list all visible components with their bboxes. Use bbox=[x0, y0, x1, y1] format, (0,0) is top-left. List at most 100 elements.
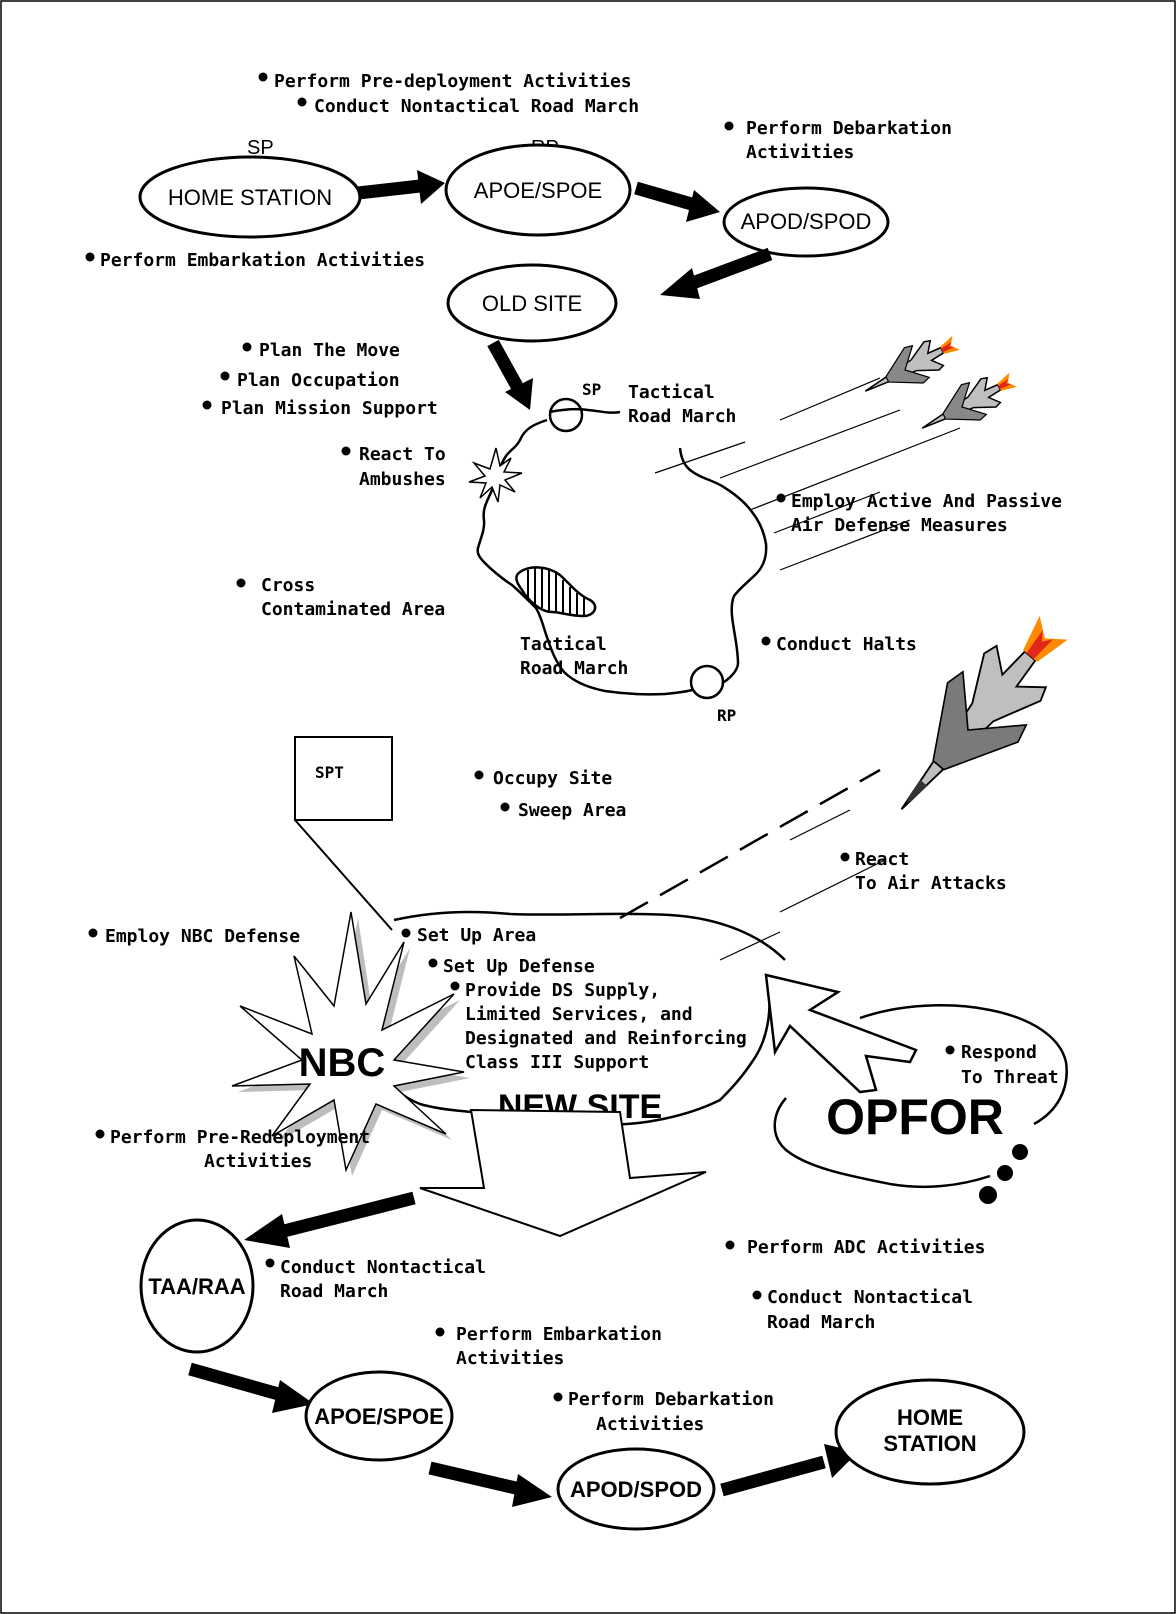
node-apod-spod-top[interactable]: APOD/SPOD bbox=[722, 186, 890, 258]
bullet-set-up-defense: Set Up Defense bbox=[428, 956, 595, 977]
occupy-site-label: Occupy Site bbox=[493, 768, 612, 789]
bullet-embarkation-bottom: Perform Embarkation Activities bbox=[435, 1324, 662, 1369]
bullet-nontactical-march-right: Conduct Nontactical Road March bbox=[752, 1287, 973, 1333]
rp-route-label: RP bbox=[717, 706, 736, 725]
debarkation-bottom-label-1: Perform Debarkation bbox=[568, 1389, 774, 1410]
apoe-spoe-bottom-label: APOE/SPOE bbox=[314, 1404, 444, 1429]
arrow-apod-to-old-site bbox=[660, 247, 773, 299]
air-attack-streaks bbox=[654, 377, 961, 571]
bullet-nontactical-march-top: Conduct Nontactical Road March bbox=[297, 96, 639, 117]
ambush-burst-icon bbox=[468, 447, 523, 503]
adc-activities-label: Perform ADC Activities bbox=[747, 1237, 985, 1258]
node-home-station-end[interactable]: HOME STATION bbox=[834, 1378, 1026, 1486]
cross-contaminated-label-2: Contaminated Area bbox=[261, 599, 445, 620]
debarkation-bottom-label-2: Activities bbox=[596, 1414, 704, 1435]
node-apoe-spoe-bottom[interactable]: APOE/SPOE bbox=[304, 1370, 454, 1462]
nontactical-march-mid-label-1: Conduct Nontactical bbox=[280, 1257, 486, 1278]
bullet-embarkation-top: Perform Embarkation Activities bbox=[85, 250, 425, 271]
arrow-home-to-apoe bbox=[357, 170, 445, 204]
bullet-provide-ds: Provide DS Supply, Limited Services, and… bbox=[450, 980, 747, 1073]
plan-move-label: Plan The Move bbox=[259, 340, 400, 361]
home-station-start-label: HOME STATION bbox=[168, 185, 332, 210]
cross-contaminated-label-1: Cross bbox=[261, 575, 315, 596]
node-apoe-spoe-top[interactable]: APOE/SPOE bbox=[444, 143, 632, 237]
bullet-adc-activities: Perform ADC Activities bbox=[725, 1237, 985, 1258]
bullet-cross-contaminated: Cross Contaminated Area bbox=[236, 575, 445, 620]
sp-route-node[interactable] bbox=[548, 397, 584, 433]
react-air-label-2: To Air Attacks bbox=[855, 873, 1007, 894]
bullet-air-defense: Employ Active And Passive Air Defense Me… bbox=[776, 491, 1062, 536]
bullet-employ-nbc: Employ NBC Defense bbox=[88, 926, 300, 947]
embarkation-bottom-label-1: Perform Embarkation bbox=[456, 1324, 662, 1345]
set-up-area-label: Set Up Area bbox=[417, 925, 536, 946]
taa-raa-label: TAA/RAA bbox=[148, 1274, 245, 1299]
set-up-defense-label: Set Up Defense bbox=[443, 956, 595, 977]
spt-label: SPT bbox=[315, 763, 344, 782]
apod-spod-top-label: APOD/SPOD bbox=[741, 209, 872, 234]
pre-redeployment-label-2: Activities bbox=[204, 1151, 312, 1172]
tactical-march-1a-label: Tactical bbox=[628, 382, 715, 403]
provide-ds-label-4: Class III Support bbox=[465, 1052, 649, 1073]
bullet-plan-mission-support: Plan Mission Support bbox=[202, 398, 438, 419]
react-ambush-label-1: React To bbox=[359, 444, 446, 465]
bullet-set-up-area: Set Up Area bbox=[401, 925, 536, 946]
bullet-nontactical-march-mid: Conduct Nontactical Road March bbox=[265, 1257, 486, 1302]
arrow-to-taa-raa bbox=[244, 1191, 416, 1248]
redeploy-hollow-arrow bbox=[419, 1108, 707, 1238]
node-home-station-start[interactable]: HOME STATION bbox=[138, 155, 362, 239]
sp-route-label: SP bbox=[582, 380, 601, 399]
air-attack-streaks-lower bbox=[719, 809, 886, 961]
air-defense-label-2: Air Defense Measures bbox=[791, 515, 1008, 536]
nontactical-march-right-label-1: Conduct Nontactical bbox=[767, 1287, 973, 1308]
nbc-label: NBC bbox=[299, 1041, 386, 1085]
bullet-plan-move: Plan The Move bbox=[242, 340, 400, 361]
arrow-taa-to-apoe bbox=[188, 1362, 314, 1413]
jet-icon-2 bbox=[921, 372, 1017, 429]
debarkation-top-label-1: Perform Debarkation bbox=[746, 118, 952, 139]
air-attack-dashed-line bbox=[619, 768, 881, 920]
tactical-march-2b-label: Road March bbox=[520, 658, 628, 679]
large-jet-icon bbox=[900, 615, 1068, 810]
opfor-arrow bbox=[764, 973, 918, 1094]
rp-route-node[interactable] bbox=[689, 664, 725, 700]
bullet-sweep-area: Sweep Area bbox=[500, 800, 626, 821]
plan-mission-support-label: Plan Mission Support bbox=[221, 398, 438, 419]
apoe-spoe-top-label: APOE/SPOE bbox=[474, 178, 602, 203]
bullet-pre-redeployment: Perform Pre-Redeployment Activities bbox=[95, 1127, 370, 1172]
bullet-debarkation-bottom: Perform Debarkation Activities bbox=[553, 1389, 774, 1435]
home-station-end-label-1: HOME bbox=[897, 1405, 963, 1430]
opfor-label: OPFOR bbox=[826, 1089, 1004, 1145]
air-defense-label-1: Employ Active And Passive bbox=[791, 491, 1062, 512]
tactical-march-2a-label: Tactical bbox=[520, 634, 607, 655]
contaminated-area-icon bbox=[515, 566, 597, 618]
arrow-apod-to-home bbox=[720, 1444, 858, 1497]
nontactical-march-top-label: Conduct Nontactical Road March bbox=[314, 96, 639, 117]
bullet-pre-deployment: Perform Pre-deployment Activities bbox=[258, 71, 632, 92]
node-apod-spod-bottom[interactable]: APOD/SPOD bbox=[556, 1447, 716, 1531]
home-station-end-label-2: STATION bbox=[883, 1431, 976, 1456]
debarkation-top-label-2: Activities bbox=[746, 142, 854, 163]
opfor-boundary bbox=[773, 1004, 1068, 1189]
bullet-conduct-halts: Conduct Halts bbox=[761, 634, 917, 655]
nbc-burst-icon: NBC bbox=[231, 911, 470, 1176]
respond-threat-label-1: Respond bbox=[961, 1042, 1037, 1063]
apod-spod-bottom-label: APOD/SPOD bbox=[570, 1477, 702, 1502]
nontactical-march-right-label-2: Road March bbox=[767, 1312, 875, 1333]
arrow-old-site-to-route bbox=[487, 339, 533, 410]
bullet-debarkation-top: Perform Debarkation Activities bbox=[724, 118, 952, 163]
employ-nbc-label: Employ NBC Defense bbox=[105, 926, 300, 947]
tactical-route bbox=[476, 407, 693, 696]
respond-threat-label-2: To Threat bbox=[961, 1067, 1059, 1088]
provide-ds-label-1: Provide DS Supply, bbox=[465, 980, 660, 1001]
arrow-apoe-to-apod bbox=[634, 181, 720, 222]
tactical-route-east bbox=[678, 447, 768, 685]
react-air-label-1: React bbox=[855, 849, 909, 870]
sweep-area-label: Sweep Area bbox=[518, 800, 626, 821]
conduct-halts-label: Conduct Halts bbox=[776, 634, 917, 655]
node-old-site[interactable]: OLD SITE bbox=[446, 263, 618, 343]
bullet-react-air: React To Air Attacks bbox=[840, 849, 1007, 894]
pre-redeployment-label-1: Perform Pre-Redeployment bbox=[110, 1127, 370, 1148]
react-ambush-label-2: Ambushes bbox=[359, 469, 446, 490]
node-taa-raa[interactable]: TAA/RAA bbox=[139, 1218, 255, 1354]
